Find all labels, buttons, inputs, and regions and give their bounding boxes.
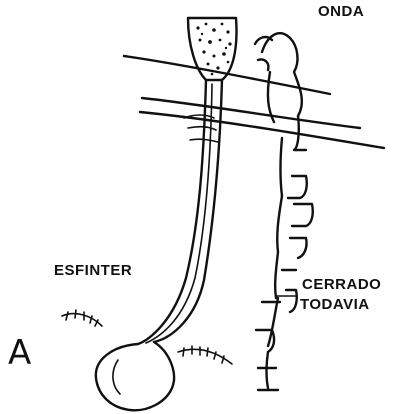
label-onda: ONDA: [318, 3, 364, 20]
diaphragm-marks: [62, 310, 232, 364]
clavicle-lines: [124, 56, 384, 148]
label-todavia: TODAVIA: [300, 296, 370, 313]
panel-letter: A: [8, 333, 31, 373]
spine: [255, 33, 313, 390]
label-cerrado: CERRADO: [302, 276, 381, 293]
stomach: [96, 342, 174, 410]
label-esfinter: ESFINTER: [54, 262, 132, 279]
